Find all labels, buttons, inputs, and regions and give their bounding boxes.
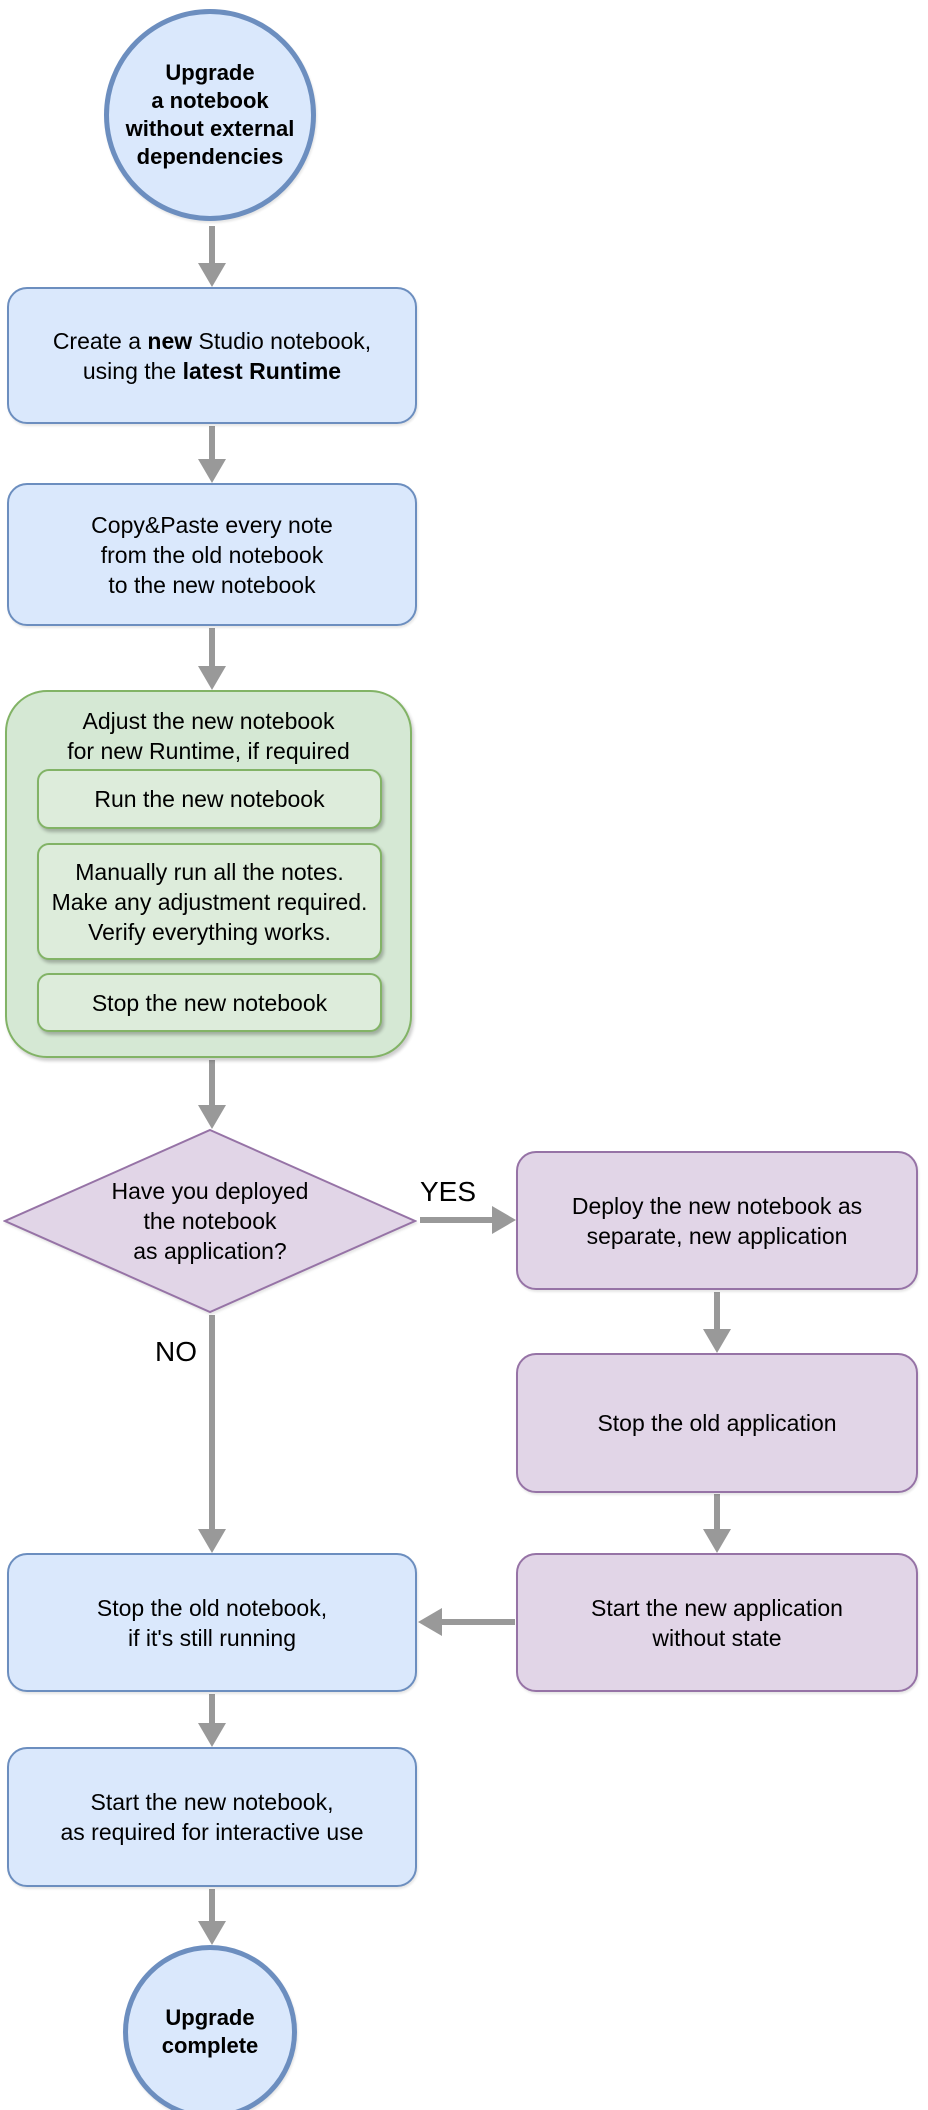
yes-label: YES xyxy=(419,1176,477,1207)
start-new-notebook-node: Start the new notebook,as required for i… xyxy=(7,1747,417,1887)
arrow-stop-old-app-to-start-new-app xyxy=(703,1494,731,1553)
stop-old-notebook-node: Stop the old notebook,if it's still runn… xyxy=(7,1553,417,1692)
arrow-start-new-app-to-stop-old-nb xyxy=(418,1608,515,1636)
stop-old-app-label: Stop the old application xyxy=(597,1410,837,1436)
create-notebook-label: Create a new Studio notebook,using the l… xyxy=(52,327,372,384)
arrow-deploy-to-stop-old-app xyxy=(703,1292,731,1353)
arrow-start-new-nb-to-end xyxy=(198,1889,226,1945)
stop-new-notebook-label: Stop the new notebook xyxy=(91,989,328,1016)
start-new-notebook-label: Start the new notebook,as required for i… xyxy=(60,1789,364,1845)
arrow-create-to-copy xyxy=(198,426,226,483)
manual-run-label: Manually run all the notes.Make any adju… xyxy=(51,858,368,945)
arrow-stop-old-nb-to-start-new-nb xyxy=(198,1694,226,1747)
create-notebook-node: Create a new Studio notebook,using the l… xyxy=(7,287,417,424)
arrow-yes-to-deploy xyxy=(420,1206,516,1234)
arrow-adjust-to-decision xyxy=(198,1060,226,1129)
run-notebook-label: Run the new notebook xyxy=(94,786,325,812)
manual-run-node: Manually run all the notes.Make any adju… xyxy=(37,843,382,960)
stop-new-notebook-node: Stop the new notebook xyxy=(37,973,382,1032)
no-label: NO xyxy=(155,1336,197,1367)
decision-diamond-shape xyxy=(3,1128,417,1314)
arrow-copy-to-adjust xyxy=(198,628,226,690)
stop-old-app-node: Stop the old application xyxy=(516,1353,918,1493)
run-notebook-node: Run the new notebook xyxy=(37,769,382,829)
arrow-start-to-create xyxy=(198,226,226,287)
stop-old-notebook-label: Stop the old notebook,if it's still runn… xyxy=(96,1594,328,1651)
